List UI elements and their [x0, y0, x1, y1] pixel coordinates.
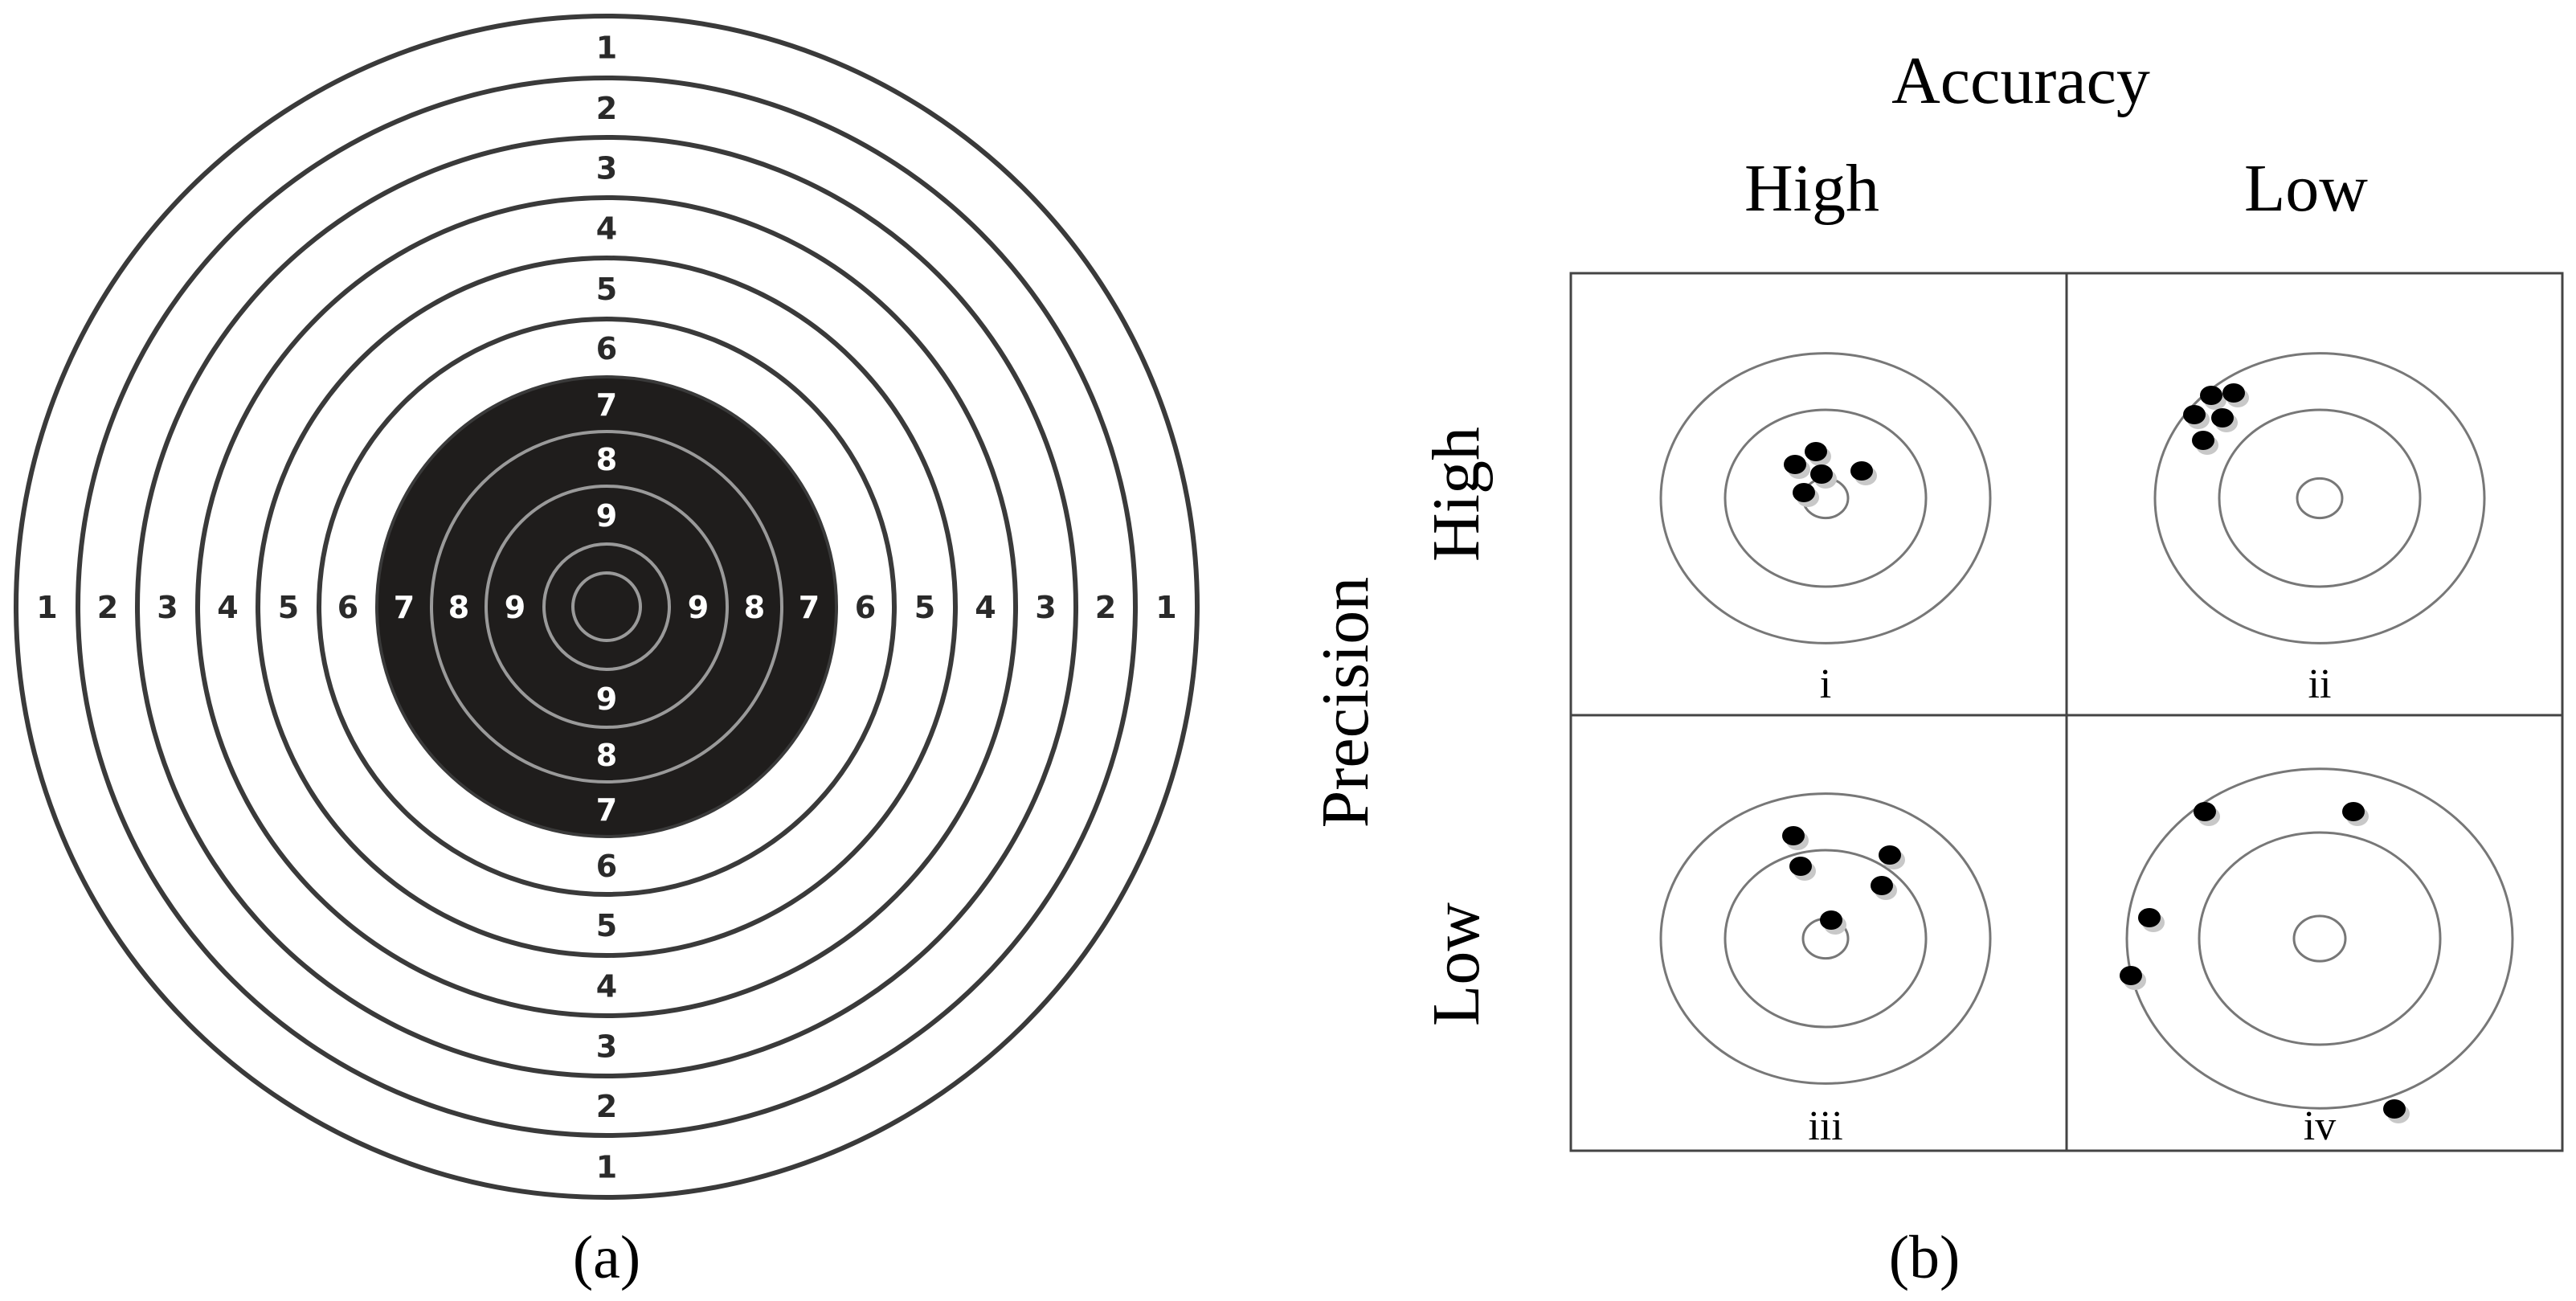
- ring-number-7-right: 7: [799, 590, 820, 625]
- row-label-high: High: [1419, 427, 1494, 562]
- ring-number-4-left: 4: [217, 590, 238, 625]
- shot-iv-3: [2138, 908, 2161, 927]
- ring-number-2-left: 2: [97, 590, 118, 625]
- bullseye-black-disc: [375, 375, 838, 838]
- quadrant-iii-ring-1: [1659, 792, 1992, 1085]
- quadrant-ii: ii: [2153, 352, 2486, 707]
- shot-i-2: [1805, 442, 1827, 461]
- shot-i-5: [1793, 483, 1815, 502]
- ring-boundary-6: [317, 317, 897, 897]
- ring-number-6-bottom: 6: [596, 849, 617, 884]
- ring-number-5-right: 5: [914, 590, 935, 625]
- ring-number-7-bottom: 7: [596, 792, 617, 828]
- shot-iv-1: [2194, 802, 2216, 821]
- ring-number-5-top: 5: [596, 272, 617, 307]
- accuracy-heading: Accuracy: [1891, 43, 2150, 118]
- grid-frame: [1569, 272, 2564, 1152]
- quadrant-label-ii: ii: [2308, 661, 2332, 707]
- ring-number-9-right: 9: [688, 590, 709, 625]
- quadrant-iv-ring-3: [2292, 914, 2347, 963]
- ring-number-3-bottom: 3: [596, 1029, 617, 1065]
- quadrant-i-ring-2: [1723, 408, 1928, 588]
- quadrant-label-i: i: [1820, 661, 1831, 707]
- shot-ii-1: [2200, 386, 2222, 405]
- accuracy-precision-panel: Accuracy High Low Precision High Low i i…: [1308, 43, 2564, 1291]
- ring-boundary-4: [195, 195, 1018, 1018]
- ring-number-8-left: 8: [448, 590, 469, 625]
- quadrant-iv: iv: [2120, 767, 2514, 1149]
- quadrant-label-iii: iii: [1808, 1103, 1842, 1149]
- shot-iii-1: [1782, 826, 1805, 845]
- target-rings: [14, 14, 1200, 1200]
- ring-number-8-top: 8: [596, 442, 617, 477]
- ring-boundary-5: [256, 256, 958, 958]
- ring-number-6-top: 6: [596, 331, 617, 366]
- shot-iii-3: [1789, 857, 1812, 876]
- ring-number-1-right: 1: [1155, 590, 1176, 625]
- shot-ii-4: [2211, 408, 2234, 428]
- shot-iv-2: [2342, 802, 2365, 821]
- inner-ring-boundary-1: [430, 430, 783, 783]
- ring-number-8-bottom: 8: [596, 738, 617, 773]
- ring-number-4-bottom: 4: [596, 969, 617, 1004]
- ring-number-7-left: 7: [394, 590, 415, 625]
- ring-number-4-top: 4: [596, 211, 617, 247]
- ring-number-2-right: 2: [1095, 590, 1116, 625]
- ring-number-1-left: 1: [36, 590, 57, 625]
- ring-number-1-bottom: 1: [596, 1150, 617, 1185]
- ring-number-3-right: 3: [1035, 590, 1056, 625]
- inner-ring-boundary-3: [542, 542, 671, 671]
- inner-ring-boundary-4: [571, 571, 642, 642]
- quadrant-i-ring-1: [1659, 352, 1992, 644]
- shot-i-4: [1850, 461, 1873, 481]
- shot-ii-3: [2183, 405, 2206, 424]
- caption-b: (b): [1889, 1224, 1961, 1291]
- quadrant-i: i: [1659, 352, 1992, 707]
- quadrant-ii-ring-3: [2296, 477, 2344, 520]
- ring-number-9-bottom: 9: [596, 681, 617, 717]
- ring-number-9-left: 9: [505, 590, 525, 625]
- quadrant-iii-ring-2: [1723, 849, 1928, 1029]
- row-label-low: Low: [1419, 902, 1494, 1026]
- shot-iii-5: [1820, 910, 1842, 930]
- shot-iv-4: [2120, 966, 2142, 985]
- precision-heading: Precision: [1308, 577, 1383, 828]
- inner-ring-boundary-2: [485, 485, 729, 729]
- ring-number-2-bottom: 2: [596, 1089, 617, 1124]
- ring-number-6-left: 6: [337, 590, 358, 625]
- ring-number-3-top: 3: [596, 151, 617, 186]
- quadrant-iv-ring-1: [2125, 767, 2514, 1110]
- ring-number-6-right: 6: [855, 590, 876, 625]
- shot-iii-4: [1871, 876, 1893, 895]
- caption-a: (a): [573, 1224, 640, 1291]
- quadrant-ii-ring-2: [2218, 408, 2422, 588]
- column-label-high: High: [1744, 151, 1879, 226]
- shot-i-1: [1784, 455, 1806, 474]
- quadrant-iii: iii: [1659, 792, 1992, 1149]
- ring-boundary-2: [76, 76, 1138, 1138]
- ring-number-3-left: 3: [157, 590, 178, 625]
- shot-i-3: [1810, 464, 1833, 484]
- shot-iv-5: [2383, 1099, 2406, 1119]
- quadrant-ii-ring-1: [2153, 352, 2486, 644]
- ring-number-8-right: 8: [744, 590, 765, 625]
- shot-ii-5: [2192, 431, 2214, 450]
- quadrant-label-iv: iv: [2304, 1103, 2336, 1149]
- ring-number-4-right: 4: [975, 590, 996, 625]
- ring-number-5-left: 5: [278, 590, 299, 625]
- ring-number-5-bottom: 5: [596, 908, 617, 943]
- shot-ii-2: [2222, 383, 2245, 403]
- ring-number-2-top: 2: [596, 91, 617, 126]
- ring-number-7-top: 7: [596, 387, 617, 423]
- ring-boundary-3: [135, 135, 1078, 1078]
- column-label-low: Low: [2244, 151, 2368, 226]
- quadrant-iv-ring-2: [2198, 831, 2442, 1046]
- shot-iii-2: [1879, 845, 1901, 865]
- ring-number-1-top: 1: [596, 31, 617, 66]
- ring-number-9-top: 9: [596, 498, 617, 534]
